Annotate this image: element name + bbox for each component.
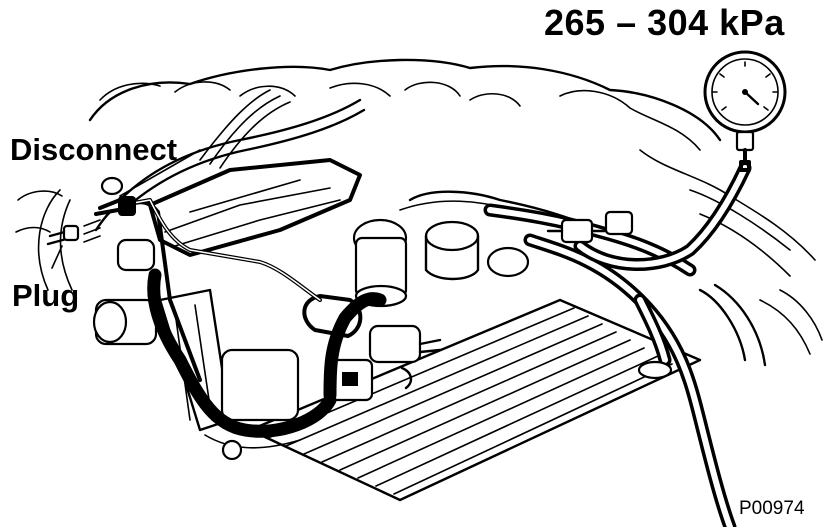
- gauge-connection: [546, 210, 634, 244]
- label-pointers: [51, 149, 201, 269]
- pressure-regulator: [302, 294, 442, 402]
- plug-label: Plug: [12, 278, 80, 313]
- right-hoses: [483, 203, 767, 527]
- figure-id: P00974: [739, 498, 805, 519]
- disconnect-fitting: [94, 176, 136, 232]
- wire-harness: [118, 89, 366, 210]
- plug-part: [46, 219, 101, 246]
- fuel-line: [126, 198, 322, 302]
- disconnect-label: Disconnect: [10, 132, 178, 167]
- head-cover: [148, 158, 362, 257]
- pressure-gauge-icon: [573, 50, 787, 271]
- pressure-spec: 265 – 304 kPa: [544, 2, 785, 43]
- radiator-fins: [248, 298, 702, 502]
